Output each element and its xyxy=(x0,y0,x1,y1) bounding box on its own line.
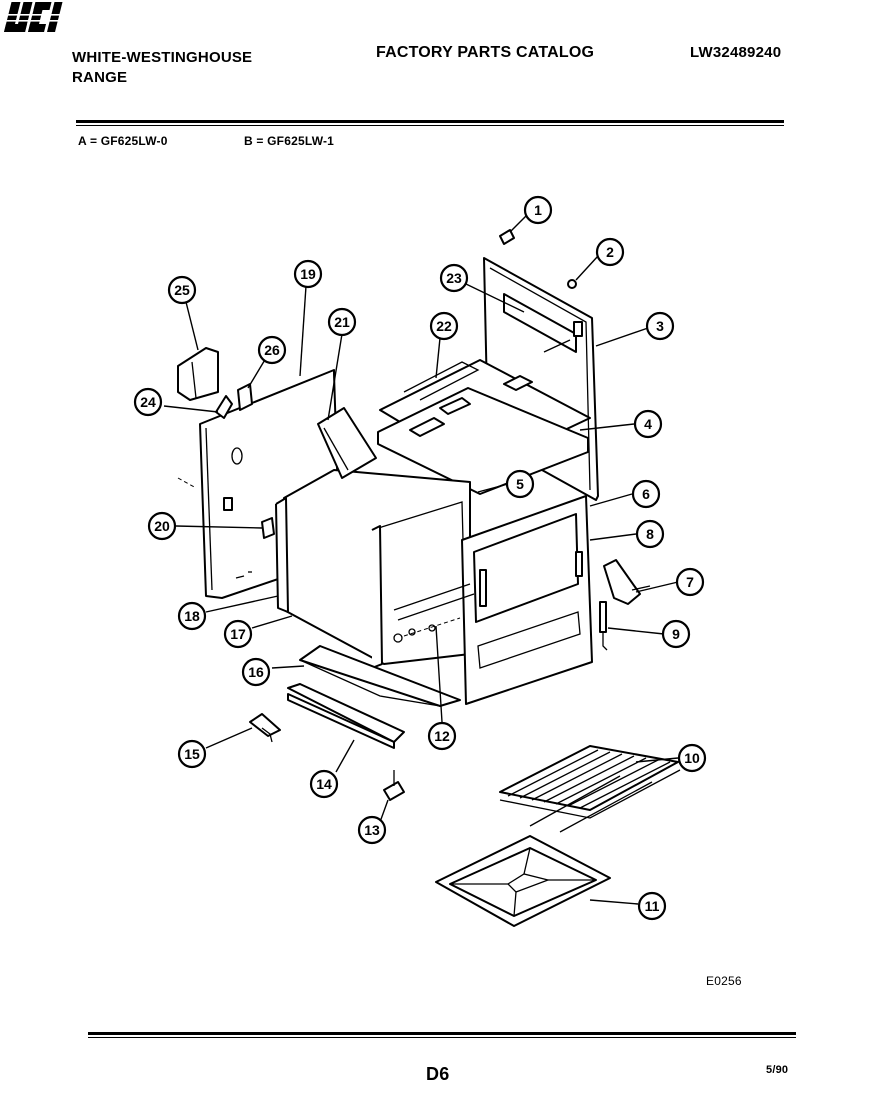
header-rule-thin xyxy=(76,125,784,126)
callout-4-label: 4 xyxy=(644,416,652,432)
callout-16: 16 xyxy=(241,657,271,687)
callout-3: 3 xyxy=(645,311,675,341)
callout-21: 21 xyxy=(327,307,357,337)
callout-16-label: 16 xyxy=(248,664,264,680)
oven-liner-part xyxy=(275,407,471,669)
callout-22-label: 22 xyxy=(436,318,452,334)
callout-24-label: 24 xyxy=(140,394,156,410)
brand-line-1: WHITE-WESTINGHOUSE xyxy=(72,49,253,66)
callout-11-label: 11 xyxy=(645,898,660,914)
callout-8: 8 xyxy=(635,519,665,549)
callout-10: 10 xyxy=(677,743,707,773)
callout-24: 24 xyxy=(133,387,163,417)
catalog-number: LW32489240 xyxy=(690,44,782,61)
drawer-bottom-part xyxy=(299,645,461,707)
model-b-label: B = GF625LW-1 xyxy=(244,134,335,148)
callout-9: 9 xyxy=(661,619,691,649)
callout-21-label: 21 xyxy=(334,314,350,330)
hinge-part xyxy=(603,559,651,605)
callout-12-label: 12 xyxy=(434,728,450,744)
callout-25-label: 25 xyxy=(174,282,190,298)
callout-10-label: 10 xyxy=(684,750,700,766)
callout-15: 15 xyxy=(177,739,207,769)
oven-rack-part xyxy=(499,745,681,833)
leader-lines xyxy=(163,213,679,905)
page-number: D6 xyxy=(426,1064,450,1084)
catalog-date: 5/90 xyxy=(766,1064,789,1076)
callout-3-label: 3 xyxy=(656,318,664,334)
trim-part xyxy=(177,347,275,539)
brand-heading: WHITE-WESTINGHOUSE RANGE xyxy=(72,48,252,88)
model-a-label: A = GF625LW-0 xyxy=(78,134,168,148)
callout-19: 19 xyxy=(293,259,323,289)
callout-25: 25 xyxy=(167,275,197,305)
callout-14-label: 14 xyxy=(316,776,332,792)
callout-22: 22 xyxy=(429,311,459,341)
callout-7-label: 7 xyxy=(686,574,694,590)
wci-logo xyxy=(2,2,64,32)
callout-5: 5 xyxy=(505,469,535,499)
top-panel-part xyxy=(377,359,591,495)
broiler-pan-part xyxy=(435,835,611,927)
callout-12: 12 xyxy=(427,721,457,751)
callout-8-label: 8 xyxy=(646,526,654,542)
callout-20: 20 xyxy=(147,511,177,541)
callout-18: 18 xyxy=(177,601,207,631)
callout-1-label: 1 xyxy=(534,202,542,218)
callout-26-label: 26 xyxy=(264,342,280,358)
callout-26: 26 xyxy=(257,335,287,365)
callout-15-label: 15 xyxy=(184,746,200,762)
oven-door-part xyxy=(461,495,593,705)
callout-17: 17 xyxy=(223,619,253,649)
callout-13: 13 xyxy=(357,815,387,845)
callout-6: 6 xyxy=(631,479,661,509)
callout-17-label: 17 xyxy=(230,626,246,642)
header-rule xyxy=(76,120,784,123)
callout-23: 23 xyxy=(439,263,469,293)
callout-6-label: 6 xyxy=(642,486,650,502)
footer-rule xyxy=(88,1032,796,1035)
callout-7: 7 xyxy=(675,567,705,597)
footer-rule-thin xyxy=(88,1037,796,1038)
catalog-title: FACTORY PARTS CATALOG xyxy=(376,44,595,61)
spring-part xyxy=(599,601,608,651)
front-rail-part xyxy=(287,683,405,749)
callout-13-label: 13 xyxy=(364,822,380,838)
callout-18-label: 18 xyxy=(184,608,200,624)
clip-part xyxy=(499,229,515,245)
callout-14: 14 xyxy=(309,769,339,799)
callout-23-label: 23 xyxy=(446,270,462,286)
callout-11: 11 xyxy=(637,891,667,921)
diagram-code: E0256 xyxy=(706,974,742,988)
rail-part xyxy=(393,583,475,643)
callout-1: 1 xyxy=(523,195,553,225)
callout-5-label: 5 xyxy=(516,476,524,492)
callout-4: 4 xyxy=(633,409,663,439)
callout-2-label: 2 xyxy=(606,244,614,260)
screw-part xyxy=(567,279,577,289)
callout-19-label: 19 xyxy=(300,266,316,282)
callout-2: 2 xyxy=(595,237,625,267)
leveler-part xyxy=(383,770,405,801)
callout-20-label: 20 xyxy=(154,518,170,534)
callout-9-label: 9 xyxy=(672,626,680,642)
bracket-part xyxy=(249,713,281,743)
brand-line-2: RANGE xyxy=(72,69,128,86)
